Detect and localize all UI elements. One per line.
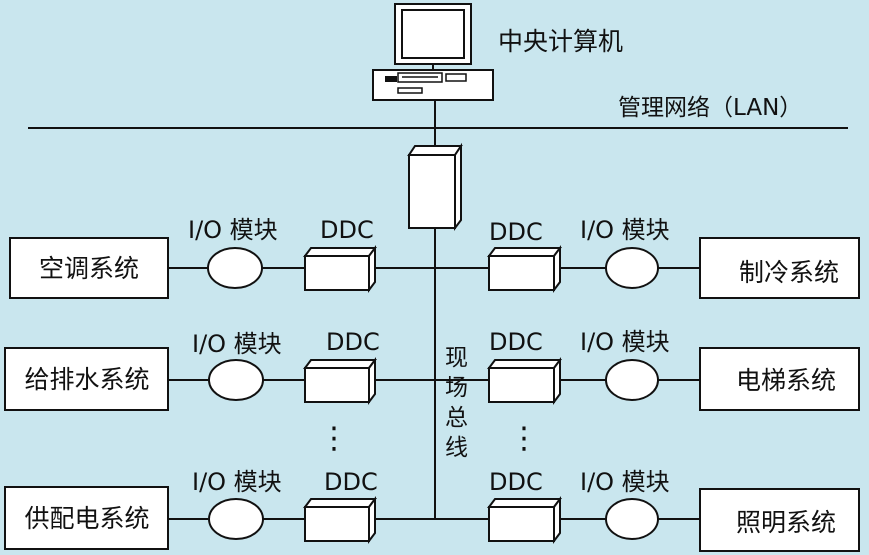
right-io-label-2: I/O 模块 [580, 328, 670, 356]
right-io-module-3 [605, 498, 659, 540]
left-ddc-box-2 [303, 357, 377, 405]
left-system-box-1 [9, 237, 169, 299]
right-ddc-box-3 [487, 496, 562, 544]
gateway-tower-icon [407, 142, 463, 231]
left-io-label-1: I/O 模块 [188, 216, 278, 244]
right-system-box-2 [699, 347, 860, 411]
computer-label: 中央计算机 [498, 27, 623, 56]
left-ddc-label-2: DDC [326, 328, 380, 356]
fieldbus-char-4: 线 [445, 435, 468, 461]
left-io-label-3: I/O 模块 [192, 468, 282, 496]
left-system-box-3 [4, 486, 169, 550]
right-ddc-label-1: DDC [489, 218, 543, 246]
right-system-label-3: 照明系统 [736, 508, 836, 537]
fieldbus-char-1: 现 [445, 345, 468, 371]
fieldbus-label: 现 场 总 线 [445, 345, 468, 461]
left-io-module-2 [208, 359, 264, 401]
right-ellipsis: ⋮ [509, 421, 539, 456]
left-ddc-box-3 [303, 496, 377, 544]
left-ddc-label-3: DDC [324, 468, 378, 496]
right-ddc-label-2: DDC [489, 328, 543, 356]
left-ddc-label-1: DDC [320, 216, 374, 244]
central-computer-icon [372, 3, 494, 101]
right-ddc-box-2 [487, 357, 562, 405]
left-ddc-box-1 [303, 245, 377, 293]
left-ellipsis: ⋮ [319, 421, 349, 456]
right-system-box-1 [699, 237, 860, 299]
right-ddc-label-3: DDC [489, 468, 543, 496]
right-io-label-1: I/O 模块 [580, 216, 670, 244]
right-io-module-1 [605, 247, 659, 289]
fieldbus-char-3: 总 [445, 405, 468, 431]
left-system-label-3: 供配电系统 [24, 504, 149, 533]
fieldbus-char-2: 场 [445, 375, 468, 401]
left-system-box-2 [4, 347, 169, 411]
right-system-label-1: 制冷系统 [739, 258, 839, 287]
right-system-label-2: 电梯系统 [736, 366, 836, 395]
left-system-label-1: 空调系统 [39, 254, 139, 283]
left-io-module-3 [208, 498, 264, 540]
lan-label: 管理网络（LAN） [618, 95, 802, 121]
right-io-module-2 [605, 359, 659, 401]
right-io-label-3: I/O 模块 [580, 468, 670, 496]
left-io-label-2: I/O 模块 [192, 330, 282, 358]
right-ddc-box-1 [487, 245, 562, 293]
right-system-box-3 [699, 488, 860, 552]
left-system-label-2: 给排水系统 [24, 365, 149, 394]
left-io-module-1 [207, 247, 263, 289]
